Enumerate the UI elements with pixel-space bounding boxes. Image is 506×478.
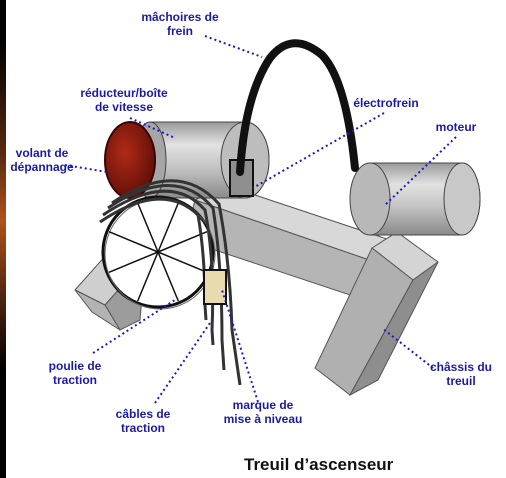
label-motor: moteur [435,120,477,134]
brake-jaws-cable [236,39,359,176]
pulley-spoke [157,251,179,302]
chassis-block [314,231,439,397]
flywheel [104,121,156,199]
pulley-spoke [157,231,208,253]
label-gearbox: réducteur/boîte de vitesse [80,86,168,114]
leveling-marker [203,269,227,305]
pulley-spoke [108,231,159,253]
label-flywheel: volant de dépannage [10,146,74,174]
pulley-spoke [137,251,159,302]
leader-lines [64,35,457,404]
pulley-spoke [157,202,179,253]
pulley-spoke [108,251,159,273]
label-traction-pulley: poulie de traction [48,359,102,387]
label-traction-cables: câbles de traction [115,407,171,435]
diagram-title: Treuil d’ascenseur [244,455,394,474]
pulley-spoke [137,202,159,253]
label-electro-brake: électrofrein [353,96,419,110]
pulley-spoke [157,251,208,273]
motor [349,162,481,236]
label-winch-chassis: châssis du treuil [429,360,493,388]
label-leveling-mark: marque de mise à niveau [223,398,303,426]
label-brake-jaws: mâchoires de frein [141,10,219,38]
traction-pulley [101,195,216,310]
